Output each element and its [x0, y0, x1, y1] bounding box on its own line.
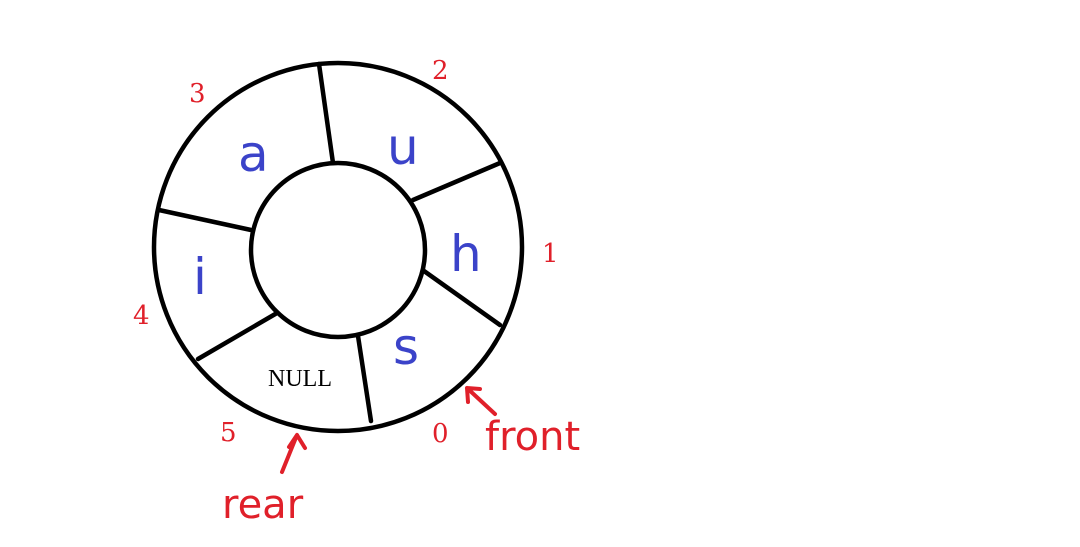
- index-label-3: 3: [189, 79, 206, 109]
- slot-value-1: h: [450, 225, 482, 283]
- slot-value-5: NULL: [268, 366, 332, 392]
- front-label: front: [485, 414, 580, 460]
- rear-arrow: [280, 433, 307, 474]
- inner-ring: [248, 160, 428, 340]
- front-arrow: [465, 386, 497, 416]
- index-label-2: 2: [432, 56, 449, 86]
- slot-value-4: i: [193, 248, 207, 306]
- slot-value-0: s: [393, 318, 419, 376]
- divider-u-a: [316, 61, 336, 166]
- divider-s-null: [355, 333, 374, 424]
- index-label-4: 4: [133, 301, 150, 331]
- index-label-5: 5: [220, 418, 237, 448]
- slot-value-2: u: [387, 118, 419, 176]
- divider-null-i: [195, 310, 280, 362]
- index-label-0: 0: [432, 419, 449, 449]
- rear-label: rear: [222, 482, 304, 528]
- divider-h-s: [421, 268, 503, 328]
- divider-i-a: [156, 207, 254, 233]
- index-label-1: 1: [542, 239, 559, 269]
- outer-ring: [151, 60, 525, 434]
- slot-value-3: a: [238, 125, 269, 183]
- divider-u-h: [410, 160, 503, 203]
